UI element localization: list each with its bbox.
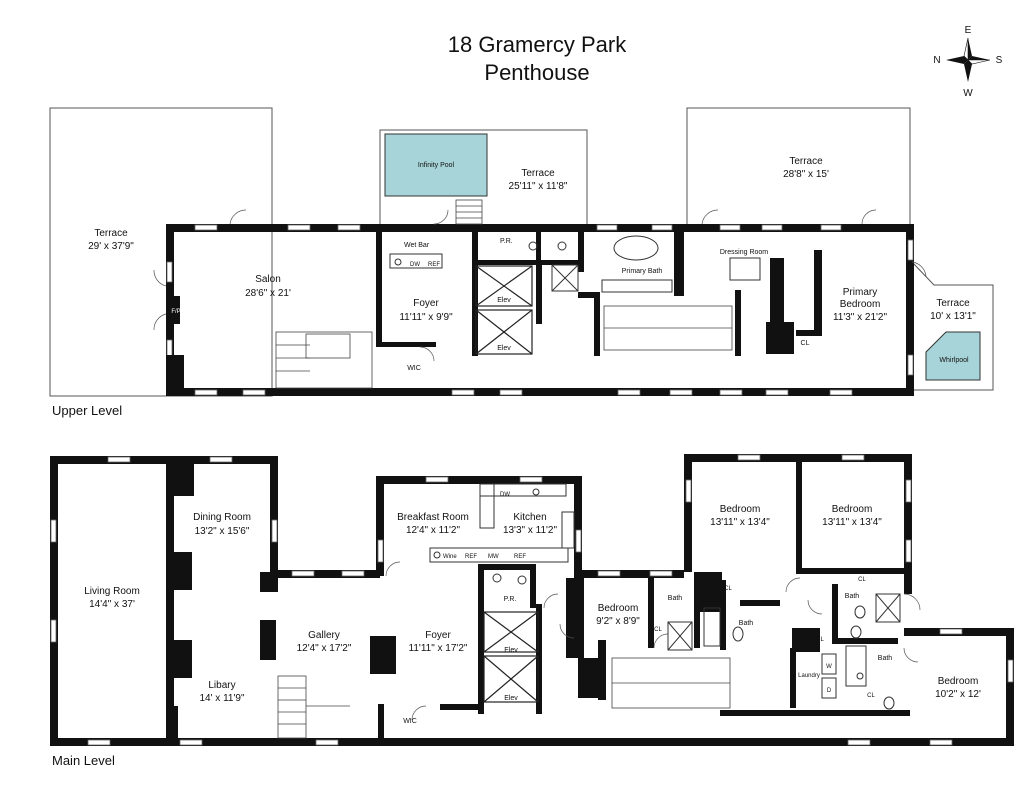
main-elevator-1	[483, 611, 539, 653]
main-pr-label: P.R.	[504, 596, 517, 603]
upper-stair	[603, 305, 733, 351]
upper-elevator-2	[475, 309, 533, 355]
main-stair-gallery	[277, 675, 350, 739]
main-cl-3-label: CL	[858, 577, 866, 583]
main-foyer-name: Foyer	[425, 630, 451, 641]
main-bedroom-4-name: Bedroom	[938, 676, 979, 687]
main-cl-2-label: CL	[724, 586, 732, 592]
main-foyer-dim: 11'11" x 17'2"	[409, 643, 468, 654]
main-gallery-dim: 12'4" x 17'2"	[297, 643, 352, 654]
main-laundry-label: Laundry	[798, 673, 820, 679]
upper-terrace-east-name: Terrace	[789, 156, 823, 167]
upper-level-plan	[49, 107, 994, 397]
main-elev-2-label: Elev	[504, 695, 518, 702]
main-bath-2-label: Bath	[739, 620, 754, 627]
title-line-2: Penthouse	[484, 60, 589, 85]
upper-whirlpool-label: Whirlpool	[939, 357, 969, 364]
main-wic-label: WIC	[403, 718, 417, 725]
main-bedroom-3-name: Bedroom	[598, 603, 639, 614]
upper-stair-salon	[275, 331, 373, 389]
upper-primary-bedroom-dim: 11'3" x 21'2"	[833, 312, 888, 323]
main-stair	[611, 657, 731, 709]
compass-rose-icon: E W N S	[933, 25, 1002, 99]
main-wine-label: Wine	[443, 554, 457, 560]
upper-wet-bar-label: Wet Bar	[404, 242, 430, 249]
main-ref-2-label: REF	[514, 554, 526, 560]
main-elev-1-label: Elev	[504, 647, 518, 654]
main-kitchen-dim: 13'3" x 11'2"	[503, 525, 558, 536]
main-breakfast-room-dim: 12'4" x 11'2"	[406, 525, 461, 536]
upper-terrace-east-dim: 28'8" x 15'	[783, 169, 829, 180]
main-library-name: Libary	[208, 680, 235, 691]
main-dining-room-name: Dining Room	[193, 512, 251, 523]
main-level-plan	[50, 454, 1014, 746]
upper-dw-label: DW	[410, 262, 420, 268]
main-bath-1-label: Bath	[668, 595, 683, 602]
main-living-room-dim: 14'4" x 37'	[89, 599, 135, 610]
compass-s: S	[996, 55, 1003, 66]
main-kitchen-name: Kitchen	[513, 512, 546, 523]
whirlpool	[925, 331, 981, 381]
pool-stair	[455, 199, 483, 225]
upper-salon-name: Salon	[255, 274, 281, 285]
upper-terrace-mid-dim: 25'11" x 11'8"	[509, 181, 568, 192]
upper-terrace-small-name: Terrace	[936, 298, 970, 309]
terrace-east-outline	[686, 107, 911, 227]
main-library-dim: 14' x 11'9"	[200, 693, 245, 704]
main-bath-3-label: Bath	[845, 593, 860, 600]
upper-terrace-mid-name: Terrace	[521, 168, 555, 179]
main-bedroom-1-name: Bedroom	[720, 504, 761, 515]
upper-primary-bath-label: Primary Bath	[622, 268, 663, 275]
main-elevator-2	[483, 655, 539, 703]
upper-elev-2-label: Elev	[497, 345, 511, 352]
upper-wic-label: WIC	[407, 365, 421, 372]
upper-primary-bedroom-line2: Bedroom	[840, 299, 881, 310]
main-bedroom-3-dim: 9'2" x 8'9"	[596, 616, 640, 627]
main-dw-label: DW	[500, 492, 510, 498]
main-bedroom-2-dim: 13'11" x 13'4"	[822, 517, 882, 528]
terrace-west-outline	[49, 107, 273, 397]
upper-terrace-west-name: Terrace	[94, 228, 128, 239]
main-ref-1-label: REF	[465, 554, 477, 560]
upper-ref-label: REF	[428, 262, 440, 268]
main-washer-label: W	[826, 664, 832, 670]
upper-foyer-dim: 11'11" x 9'9"	[399, 312, 453, 323]
upper-foyer-name: Foyer	[413, 298, 439, 309]
main-dryer-label: D	[827, 688, 832, 694]
main-dining-room-dim: 13'2" x 15'6"	[195, 526, 250, 537]
upper-terrace-west-dim: 29' x 37'9"	[88, 241, 134, 252]
upper-primary-bedroom-line1: Primary	[843, 287, 877, 298]
compass-e: E	[965, 25, 972, 36]
compass-w: W	[963, 88, 973, 99]
upper-pr-label: P.R.	[500, 238, 513, 245]
main-cl-5-label: CL	[867, 693, 875, 699]
main-bedroom-1-dim: 13'11" x 13'4"	[710, 517, 770, 528]
main-breakfast-room-name: Breakfast Room	[397, 512, 469, 523]
upper-infinity-pool-label: Infinity Pool	[418, 162, 455, 169]
main-gallery-name: Gallery	[308, 630, 340, 641]
infinity-pool	[384, 133, 488, 197]
upper-level-label: Upper Level	[52, 403, 122, 418]
compass-n: N	[933, 55, 940, 66]
main-bedroom-2-name: Bedroom	[832, 504, 873, 515]
upper-elev-1-label: Elev	[497, 297, 511, 304]
upper-terrace-small-dim: 10' x 13'1"	[930, 311, 976, 322]
main-cl-1-label: CL	[654, 627, 662, 633]
upper-salon-dim: 28'6" x 21'	[245, 288, 291, 299]
upper-fp-label: F/P	[171, 309, 180, 315]
main-bedroom-4-dim: 10'2" x 12'	[935, 689, 981, 700]
main-mw-label: MW	[488, 554, 499, 560]
main-bath-4-label: Bath	[878, 655, 893, 662]
upper-cl-label: CL	[801, 340, 810, 347]
title-line-1: 18 Gramercy Park	[448, 32, 627, 57]
upper-elevator-1	[475, 265, 533, 307]
main-living-room-name: Living Room	[84, 586, 140, 597]
main-level-label: Main Level	[52, 753, 115, 768]
upper-dressing-room-label: Dressing Room	[720, 249, 768, 256]
main-cl-4-label: CL	[816, 637, 824, 643]
